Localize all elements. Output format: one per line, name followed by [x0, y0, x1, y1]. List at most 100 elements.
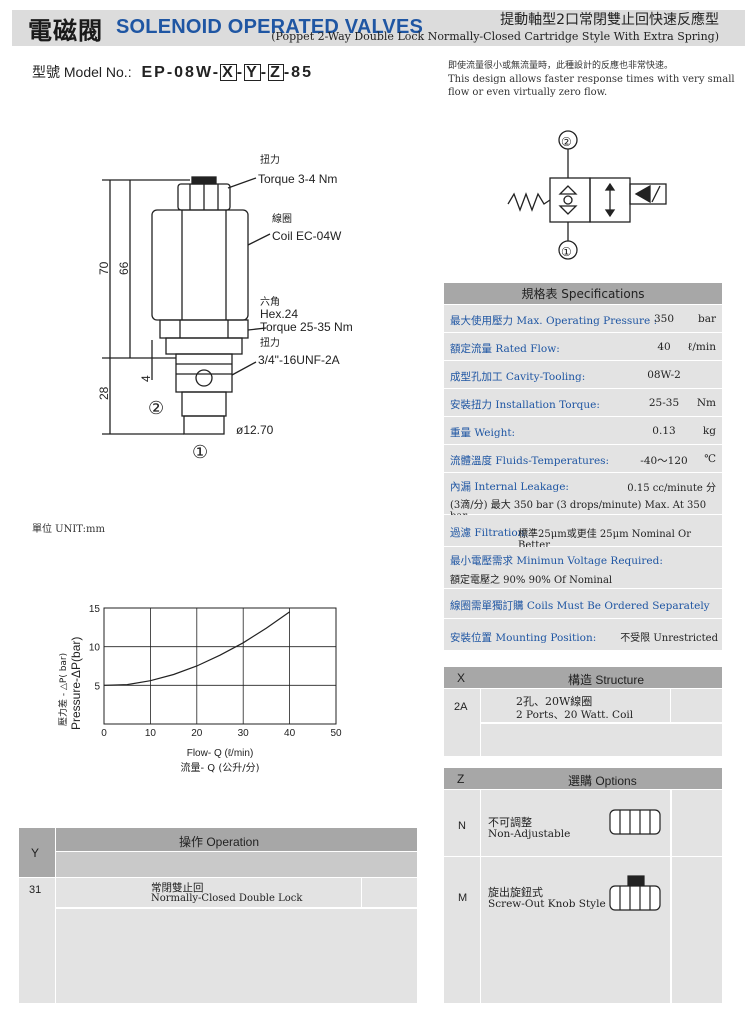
spec-row: 重量 Weight: 0.13 kg	[444, 417, 722, 445]
title-chinese: 電磁閥	[28, 17, 103, 45]
title-english: SOLENOID OPERATED VALVES	[116, 16, 424, 38]
spec-unit: kg	[702, 425, 716, 437]
torque-mid-cn: 扭力	[260, 336, 280, 349]
options-divider	[444, 856, 722, 857]
operation-row-cn: 常閉雙止回	[151, 882, 204, 894]
hydraulic-symbol: ② ①	[507, 130, 667, 260]
model-label: 型號 Model No.:	[32, 64, 132, 80]
dim-28: 28	[97, 386, 111, 400]
hex-label: Hex.24	[260, 307, 298, 321]
chart-y-tick: 5	[94, 681, 100, 692]
subtitle-english: (Poppet 2-Way Double Lock Normally-Close…	[271, 30, 719, 43]
torque-top-cn: 扭力	[260, 153, 280, 166]
spec-value: 0.13	[652, 425, 676, 437]
non-adjustable-cap-icon	[609, 809, 661, 835]
options-table: Z 選購 Options N 不可調整 Non-Adjustable M 旋出旋…	[444, 768, 722, 1004]
diameter-label: ø12.70	[236, 423, 274, 437]
structure-row-cn: 2孔、20W線圈	[516, 695, 593, 708]
spec-row: 成型孔加工 Cavity-Tooling:08W-2	[444, 361, 722, 389]
chart-x-tick: 0	[101, 728, 107, 739]
chart-xlabel-cn: 流量- Q (公升/分)	[180, 761, 259, 774]
operation-key-header-cell	[19, 828, 56, 878]
description-en: This design allows faster response times…	[448, 74, 735, 98]
dim-4: 4	[139, 375, 153, 382]
header-bar	[12, 10, 745, 46]
model-prefix: EP-08W-	[141, 64, 221, 81]
spec-unit: bar	[697, 313, 716, 325]
model-suffix: -85	[283, 64, 313, 81]
spec-unit: Nm	[696, 397, 716, 409]
specs-title: 規格表 Specifications	[444, 283, 722, 305]
leakage-value: 0.15 cc/minute 分	[627, 483, 716, 494]
operation-desc-cell	[56, 878, 361, 908]
chart-x-tick: 20	[191, 728, 203, 739]
spec-label: 重量 Weight:	[450, 427, 516, 439]
description: 即使流量很小或無流量時，此種設計的反應也非常快速。 This design al…	[448, 60, 738, 99]
option-n-en: Non-Adjustable	[488, 828, 571, 840]
spec-row-coils: 線圈需單獨訂購 Coils Must Be Ordered Separately	[444, 589, 722, 619]
symbol-port-bottom: ①	[561, 245, 572, 259]
model-code: EP-08W-X-Y-Z-85	[141, 64, 312, 81]
unit-note: 單位 UNIT:mm	[32, 524, 105, 535]
valve-drawing: 扭力 Torque 3-4 Nm 線圈 Coil EC-04W 六角 Hex.2…	[97, 153, 353, 462]
structure-row-key: 2A	[454, 701, 468, 713]
port1-label: ①	[192, 442, 208, 462]
chart-ylabel-en: Pressure-ΔP(bar)	[69, 637, 83, 730]
dim-70: 70	[97, 261, 111, 275]
voltage-value: 額定電壓之 90% 90% Of Nominal	[450, 575, 613, 586]
dim-66: 66	[117, 261, 131, 275]
symbol-port-top: ②	[561, 135, 572, 149]
operation-title-cell	[56, 828, 417, 852]
chart-ylabel-cn: 壓力差 - △P( bar)	[57, 653, 69, 726]
filtration-label: 過濾 Filtration:	[450, 527, 529, 539]
operation-key-header: Y	[31, 846, 40, 860]
option-m-key: M	[458, 892, 468, 904]
spec-label: 額定流量 Rated Flow:	[450, 343, 560, 355]
chart-x-tick: 10	[145, 728, 157, 739]
torque-top-label: Torque 3-4 Nm	[258, 172, 337, 186]
hex-cn: 六角	[260, 296, 280, 308]
coil-cn: 線圈	[272, 212, 292, 225]
chart-y-tick: 15	[89, 604, 101, 615]
thread-label: 3/4"-16UNF-2A	[258, 353, 340, 367]
mounting-value: 不受限 Unrestricted	[620, 633, 718, 644]
structure-empty-row	[481, 724, 722, 757]
option-n-cn: 不可調整	[488, 816, 532, 829]
option-m-cn: 旋出旋鈕式	[488, 886, 543, 899]
chart-x-tick: 50	[330, 728, 342, 739]
operation-table: Y 操作 Operation 31 常閉雙止回 Normally-Closed …	[19, 828, 417, 1004]
spec-row-mounting: 安裝位置 Mounting Position: 不受限 Unrestricted	[444, 619, 722, 651]
options-title: 選購 Options	[568, 774, 637, 788]
spec-value: -40～120	[640, 455, 688, 467]
operation-title: 操作 Operation	[179, 835, 260, 849]
option-n-key: N	[458, 820, 466, 832]
structure-key-col	[444, 689, 481, 757]
chart-x-tick: 40	[284, 728, 296, 739]
structure-title: 構造 Structure	[568, 673, 645, 687]
leakage-label: 內漏 Internal Leakage:	[450, 481, 569, 493]
subtitle-chinese: 提動軸型2口常閉雙止回快速反應型	[500, 12, 719, 28]
screw-out-knob-icon	[609, 875, 661, 911]
spec-unit: ℓ/min	[687, 341, 716, 353]
spec-label: 安裝扭力 Installation Torque:	[450, 399, 600, 411]
spec-value: 40	[657, 341, 671, 353]
model-x-box: X	[220, 64, 237, 81]
spec-row-leakage: 內漏 Internal Leakage: 0.15 cc/minute 分 (3…	[444, 473, 722, 522]
option-m-en: Screw-Out Knob Style	[488, 898, 606, 910]
model-sep2: -	[260, 64, 269, 81]
spec-value: 350	[653, 313, 675, 325]
model-y-box: Y	[244, 64, 261, 81]
spec-row: 安裝扭力 Installation Torque: 25-35 Nm	[444, 389, 722, 417]
spec-value: 25-35	[648, 397, 680, 409]
structure-header: X 構造 Structure	[444, 667, 722, 689]
description-cn: 即使流量很小或無流量時，此種設計的反應也非常快速。	[448, 61, 674, 71]
spec-value: 08W-2	[647, 369, 681, 381]
voltage-label: 最小電壓需求 Minimun Voltage Required:	[450, 555, 663, 567]
operation-sub-header	[56, 852, 417, 878]
spec-row-voltage: 最小電壓需求 Minimun Voltage Required: 額定電壓之 9…	[444, 547, 722, 589]
operation-row-en: Normally-Closed Double Lock	[151, 893, 303, 904]
options-key-col	[444, 790, 481, 1004]
structure-table: X 構造 Structure 2A 2孔、20W線圈 2 Ports、20 Wa…	[444, 667, 722, 757]
coil-label: Coil EC-04W	[272, 229, 342, 243]
filtration-value: 標準25μm或更佳 25μm Nominal Or Better	[518, 529, 691, 551]
